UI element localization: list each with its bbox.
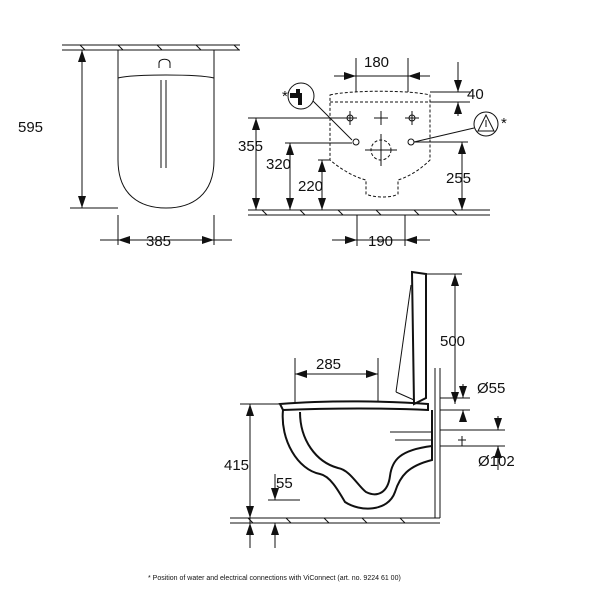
toilet-lid xyxy=(410,270,427,406)
dim-255: 255 xyxy=(446,170,471,187)
dim-220: 220 xyxy=(298,178,323,195)
front-view: 180 40 * * 355 xyxy=(238,54,507,250)
asterisk-water: * xyxy=(282,88,288,105)
dim-outlet-diameter: Ø102 xyxy=(478,453,515,470)
dim-355: 355 xyxy=(238,138,263,155)
dim-190: 190 xyxy=(368,233,393,250)
dim-500: 500 xyxy=(440,333,465,350)
dim-40: 40 xyxy=(467,86,484,103)
dim-inlet-diameter: Ø55 xyxy=(477,380,505,397)
side-view: 500 285 Ø55 Ø102 415 xyxy=(224,270,515,548)
dim-180: 180 xyxy=(364,54,389,71)
asterisk-electric: * xyxy=(501,115,507,132)
toilet-seat xyxy=(278,400,429,412)
front-bowl-outline xyxy=(329,90,431,198)
dim-55: 55 xyxy=(276,475,293,492)
footnote: * Position of water and electrical conne… xyxy=(148,575,401,582)
dim-285: 285 xyxy=(316,356,341,373)
dim-415: 415 xyxy=(224,457,249,474)
bowl-trap xyxy=(299,411,433,496)
electric-warning-icon xyxy=(473,111,499,137)
bowl-top-outline xyxy=(117,50,215,209)
bowl-body xyxy=(281,409,433,510)
dim-595: 595 xyxy=(18,119,43,136)
flush-button xyxy=(158,58,171,68)
dim-385: 385 xyxy=(146,233,171,250)
top-view: 595 385 xyxy=(18,44,240,250)
dim-320: 320 xyxy=(266,156,291,173)
water-tap-icon xyxy=(287,82,315,110)
